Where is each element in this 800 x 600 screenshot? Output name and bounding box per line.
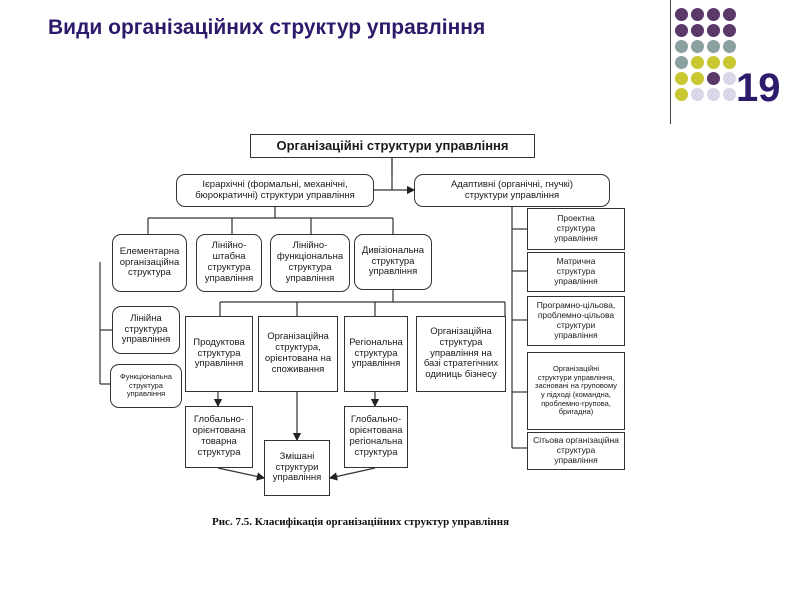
decorative-dot xyxy=(723,72,736,85)
product-node: Продуктова структура управління xyxy=(185,316,253,392)
decorative-dot xyxy=(707,56,720,69)
decorative-dot xyxy=(691,8,704,21)
decorative-dot xyxy=(707,24,720,37)
decorative-dot xyxy=(723,24,736,37)
decorative-dot xyxy=(723,88,736,101)
matrix-node: Матрична структура управління xyxy=(527,252,625,292)
root-node: Організаційні структури управління xyxy=(250,134,535,158)
divider-line xyxy=(670,0,671,124)
decorative-dot xyxy=(707,8,720,21)
sbu-node: Організаційна структура управління на ба… xyxy=(416,316,506,392)
mixed-node: Змішані структури управління xyxy=(264,440,330,496)
decorative-dot xyxy=(723,40,736,53)
global-product-node: Глобально- орієнтована товарна структура xyxy=(185,406,253,468)
divisional-node: Дивізіональна структура управління xyxy=(354,234,432,290)
linear-node: Лінійна структура управління xyxy=(112,306,180,354)
regional-node: Регіональна структура управління xyxy=(344,316,408,392)
group-node: Організаційні структури управління, засн… xyxy=(527,352,625,430)
adaptive-node: Адаптивні (органічні, гнучкі) структури … xyxy=(414,174,610,207)
decorative-dot xyxy=(691,72,704,85)
program-node: Програмно-цільова, проблемно-цільова стр… xyxy=(527,296,625,346)
decorative-dot xyxy=(675,40,688,53)
consumer-node: Організаційна структура, орієнтована на … xyxy=(258,316,338,392)
functional-node: Функціональна структура управління xyxy=(110,364,182,408)
network-node: Сітьова організаційна структура управлін… xyxy=(527,432,625,470)
elementary-node: Елементарна організаційна структура xyxy=(112,234,187,292)
decorative-dot xyxy=(691,56,704,69)
decorative-dot xyxy=(723,8,736,21)
decorative-dot xyxy=(691,24,704,37)
hierarchical-node: Ієрархічні (формальні, механічні, бюрокр… xyxy=(176,174,374,207)
decorative-dots xyxy=(675,8,745,108)
decorative-dot xyxy=(707,88,720,101)
decorative-dot xyxy=(691,88,704,101)
decorative-dot xyxy=(675,72,688,85)
decorative-dot xyxy=(691,40,704,53)
slide-title: Види організаційних структур управління xyxy=(48,16,486,39)
page-number: 19 xyxy=(736,66,781,110)
decorative-dot xyxy=(707,72,720,85)
decorative-dot xyxy=(723,56,736,69)
decorative-dot xyxy=(675,8,688,21)
figure-caption: Рис. 7.5. Класифікація організаційних ст… xyxy=(212,516,510,528)
global-regional-node: Глобально- орієнтована регіональна струк… xyxy=(344,406,408,468)
decorative-dot xyxy=(675,24,688,37)
decorative-dot xyxy=(675,56,688,69)
decorative-dot xyxy=(707,40,720,53)
line-staff-node: Лінійно- штабна структура управління xyxy=(196,234,262,292)
project-node: Проектна структура управління xyxy=(527,208,625,250)
decorative-dot xyxy=(675,88,688,101)
line-functional-node: Лінійно- функціональна структура управлі… xyxy=(270,234,350,292)
